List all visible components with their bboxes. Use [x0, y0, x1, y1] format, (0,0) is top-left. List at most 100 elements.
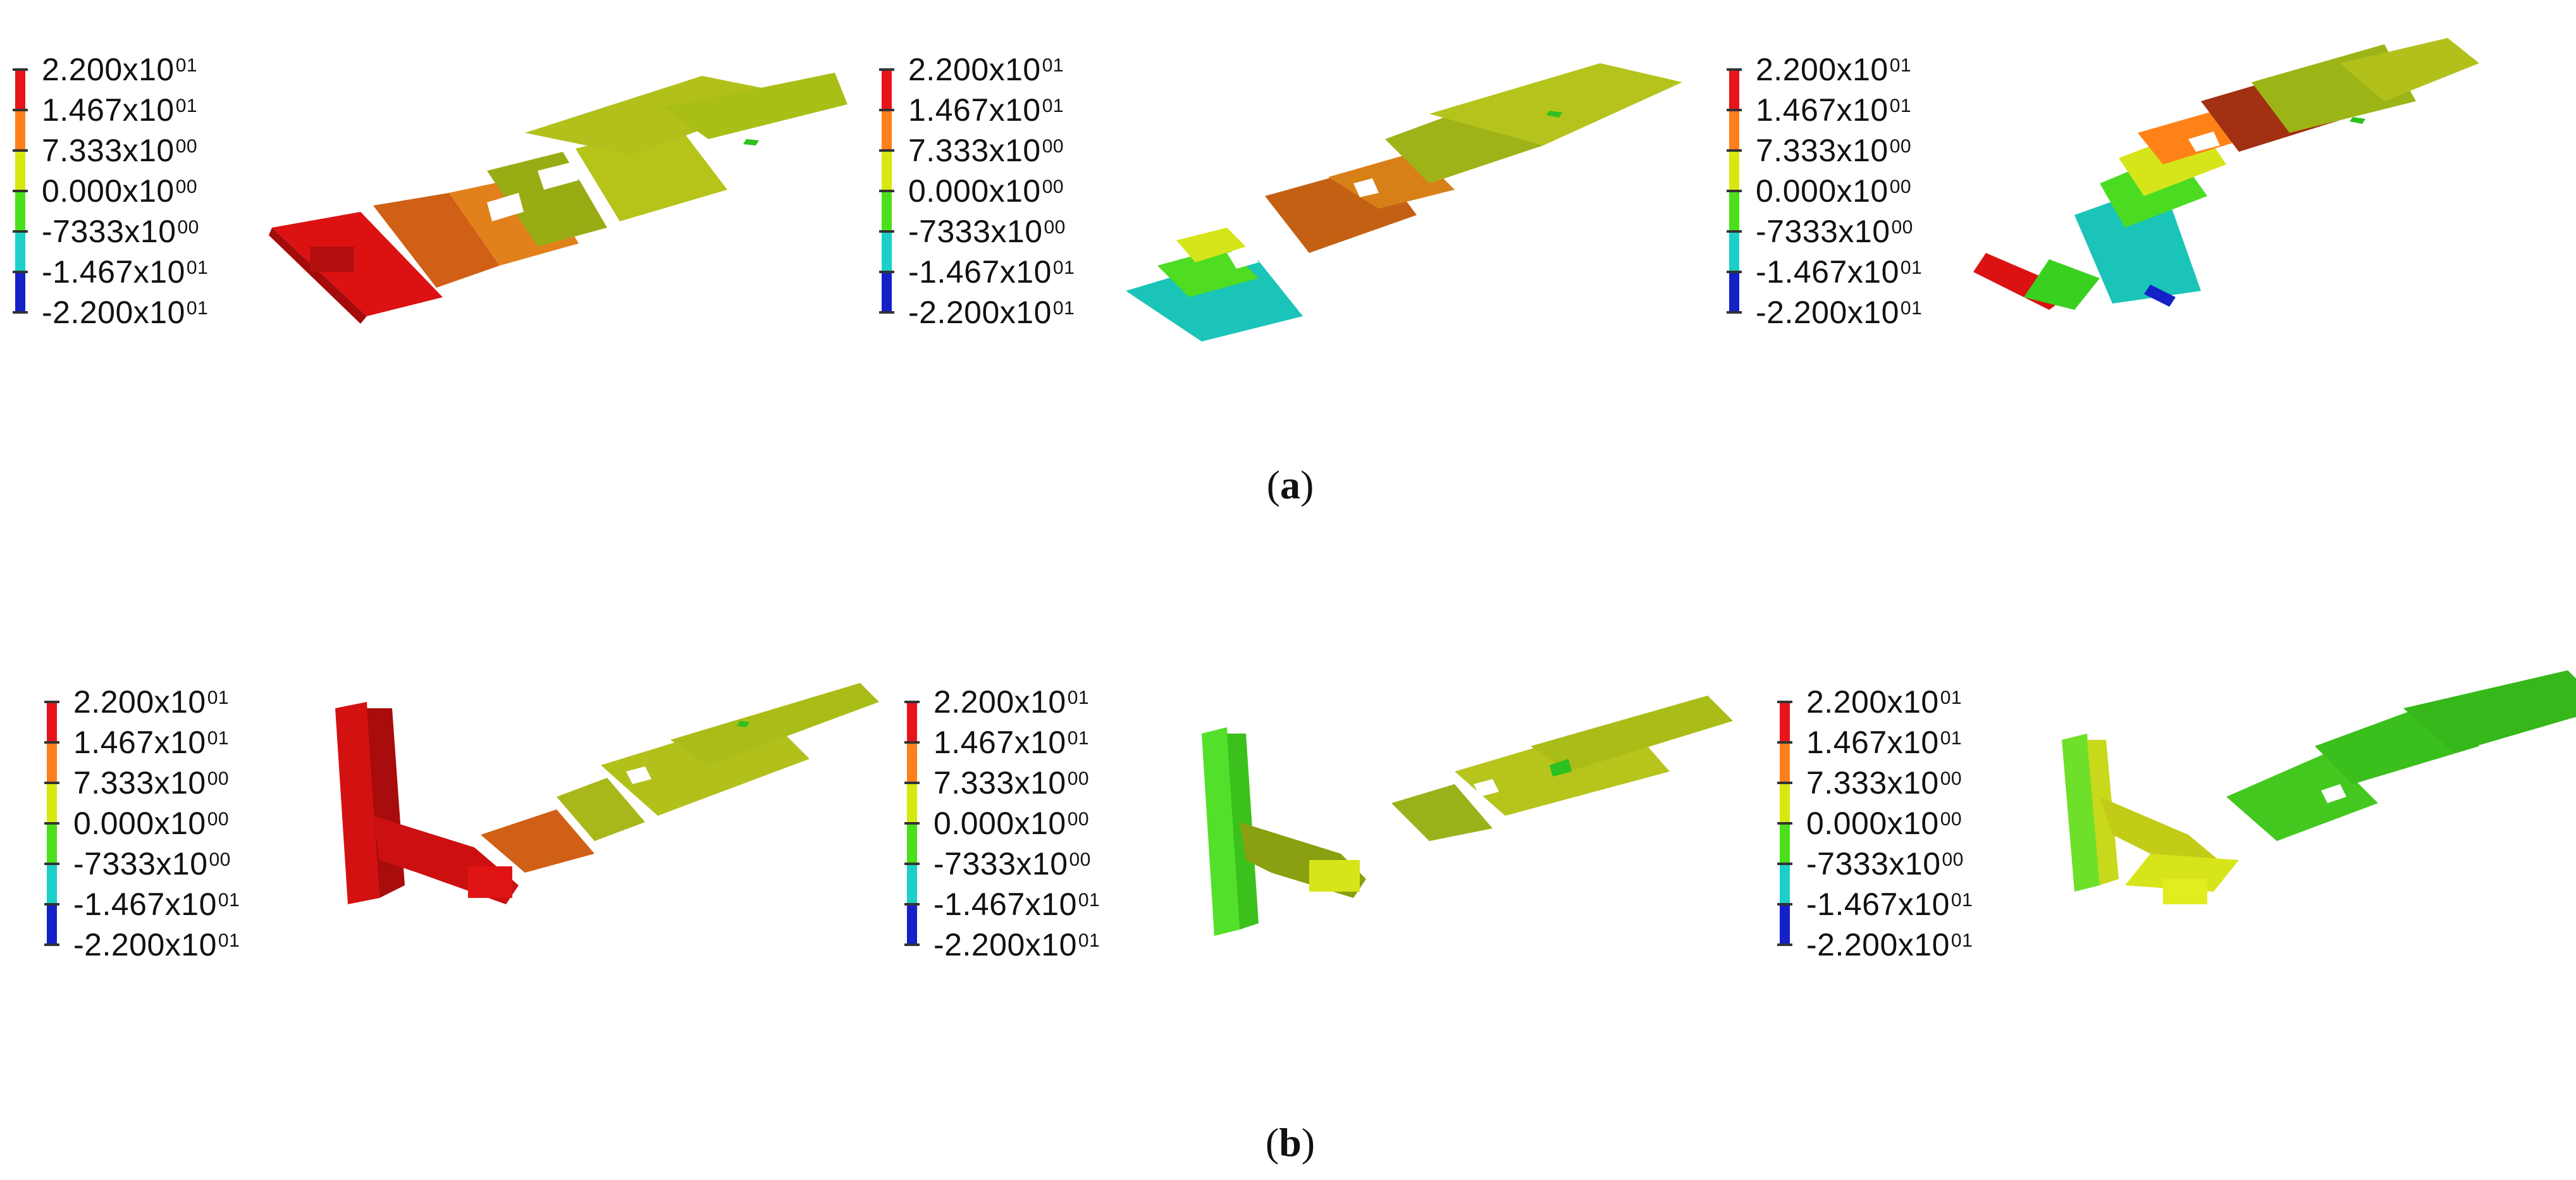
legend-color-band [15, 70, 25, 110]
legend-label: -2.200x1001 [1806, 927, 1973, 962]
legend-label: 2.200x1001 [934, 684, 1090, 720]
legend-color-band [1780, 823, 1790, 864]
legend-label: 7.333x1000 [908, 133, 1064, 168]
legend-tick [904, 863, 920, 865]
legend-label: -1.467x1001 [73, 887, 240, 922]
legend-tick [1727, 149, 1742, 152]
legend-color-band [882, 151, 892, 191]
legend-tick [1777, 741, 1792, 744]
color-legend: 2.200x1001 1.467x1001 7.333x1000 0.000x1000… [873, 38, 1202, 392]
legend-tick [904, 903, 920, 906]
legend-tick [1777, 822, 1792, 825]
legend-color-band [1780, 742, 1790, 783]
legend-tick [1727, 311, 1742, 314]
legend-label: 0.000x1000 [934, 806, 1090, 841]
legend-label: -7333x1000 [42, 214, 199, 249]
legend-tick [1727, 68, 1742, 71]
legend-color-band [47, 864, 57, 904]
legend-label: -1.467x1001 [908, 254, 1075, 290]
legend-color-band [15, 231, 25, 272]
legend-tick [44, 863, 59, 865]
legend-tick [1727, 230, 1742, 233]
legend-tick [44, 822, 59, 825]
legend-color-band [47, 904, 57, 945]
legend-label: 2.200x1001 [908, 52, 1064, 87]
deformed-bracket-b3 [2062, 670, 2576, 904]
legend-color-band [1729, 272, 1739, 312]
legend-tick [1727, 109, 1742, 111]
legend-label: 0.000x1000 [1756, 173, 1912, 209]
legend-tick [879, 230, 894, 233]
legend-tick [1777, 701, 1792, 703]
legend-tick [1777, 863, 1792, 865]
legend-color-band [1780, 904, 1790, 945]
legend-label: 0.000x1000 [73, 806, 230, 841]
legend-color-band [47, 742, 57, 783]
legend-tick [1727, 271, 1742, 273]
legend-tick [13, 271, 28, 273]
legend-tick [1777, 943, 1792, 946]
legend-label: 0.000x1000 [42, 173, 198, 209]
legend-color-band [882, 191, 892, 231]
legend-label: 1.467x1001 [73, 725, 230, 760]
legend-color-band [1729, 151, 1739, 191]
legend-tick [879, 109, 894, 111]
legend-color-band [1780, 864, 1790, 904]
legend-color-band [47, 823, 57, 864]
legend-color-band [907, 864, 917, 904]
legend-color-band [47, 783, 57, 823]
legend-label: 0.000x1000 [908, 173, 1064, 209]
legend-color-band [907, 904, 917, 945]
legend-label: -7333x1000 [1806, 846, 1964, 882]
legend-tick [879, 271, 894, 273]
legend-tick [44, 701, 59, 703]
legend-label: 1.467x1001 [908, 92, 1064, 128]
legend-label: 7.333x1000 [42, 133, 198, 168]
legend-color-band [15, 110, 25, 151]
legend-tick [904, 822, 920, 825]
legend-tick [879, 190, 894, 192]
legend-label: 7.333x1000 [1806, 765, 1963, 801]
legend-tick [44, 782, 59, 784]
panel-a3: 2.200x1001 1.467x1001 7.333x1000 0.000x1000… [1720, 38, 2574, 392]
deformed-plate-a3 [1973, 38, 2479, 310]
legend-color-band [47, 702, 57, 742]
legend-color-band [907, 702, 917, 742]
legend-tick [13, 230, 28, 233]
legend-label: 7.333x1000 [73, 765, 230, 801]
legend-tick [44, 741, 59, 744]
legend-tick [879, 149, 894, 152]
legend-label: -2.200x1001 [934, 927, 1100, 962]
legend-color-band [1729, 191, 1739, 231]
deformed-plate-a2 [1126, 63, 1682, 341]
legend-color-band [1780, 783, 1790, 823]
legend-label: 1.467x1001 [1756, 92, 1912, 128]
legend-tick [13, 190, 28, 192]
legend-tick [1777, 782, 1792, 784]
legend-tick [13, 149, 28, 152]
deformed-plate-a1 [269, 73, 847, 324]
legend-color-band [907, 823, 917, 864]
legend-label: 2.200x1001 [1806, 684, 1963, 720]
deformed-bracket-b2 [1202, 696, 1733, 936]
legend-color-band [1780, 702, 1790, 742]
legend-tick [13, 109, 28, 111]
legend-tick [904, 943, 920, 946]
legend-label: 7.333x1000 [1756, 133, 1912, 168]
legend-label: -1.467x1001 [1756, 254, 1923, 290]
legend-color-band [15, 191, 25, 231]
legend-label: -2.200x1001 [908, 295, 1075, 330]
legend-label: 2.200x1001 [1756, 52, 1912, 87]
legend-tick [879, 68, 894, 71]
legend-color-band [1729, 70, 1739, 110]
legend-label: -7333x1000 [1756, 214, 1913, 249]
legend-color-band [882, 272, 892, 312]
legend-label: -7333x1000 [73, 846, 231, 882]
